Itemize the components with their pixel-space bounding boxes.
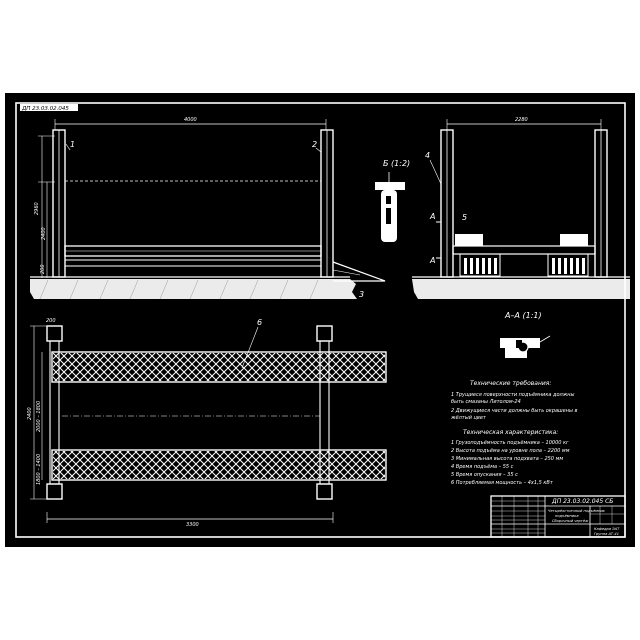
side-view-dim-top: 4000 bbox=[184, 117, 197, 123]
plan-view-dim-left-total: 2400 bbox=[27, 407, 33, 420]
end-view-wheel-block-left bbox=[459, 253, 501, 277]
end-view-wheel-block-right bbox=[547, 253, 589, 277]
plan-view bbox=[30, 325, 387, 523]
title-block-name-line3: Сборочный чертёж bbox=[552, 519, 589, 523]
end-view-section-mark-upper: А bbox=[429, 212, 435, 221]
plan-view-crossbeam-right bbox=[319, 340, 330, 485]
characteristics-item-5: 5 Время опускания – 35 с bbox=[451, 472, 518, 478]
side-view bbox=[30, 119, 386, 282]
requirements-item-1: 1 Трущиеся поверхности подъёмника должны bbox=[451, 392, 574, 398]
detail-b bbox=[375, 172, 405, 242]
side-view-dim-left-partial: 2400 bbox=[41, 227, 47, 240]
plan-view-dim-left-b: 1800 – 1400 bbox=[36, 454, 42, 485]
title-block-name-line1: Четырёхстоечный подъёмник bbox=[548, 509, 606, 513]
title-block-org-line1: Кафедра ЭАТ bbox=[594, 527, 620, 531]
side-view-dim-left-total: 2960 bbox=[34, 202, 40, 215]
plan-view-runway-hatch bbox=[53, 353, 385, 479]
characteristics-title: Техническая характеристика: bbox=[463, 429, 558, 436]
side-view-pos-1: 1 bbox=[70, 140, 75, 149]
requirements-title: Технические требования: bbox=[470, 380, 551, 387]
title-block-code: ДП 23.03.02.045 СБ bbox=[551, 498, 613, 505]
characteristics-item-1: 1 Грузоподъёмность подъёмника – 10000 кг bbox=[451, 440, 569, 446]
plan-view-runway-lower bbox=[51, 449, 387, 481]
technical-requirements: Технические требования: 1 Трущиеся повер… bbox=[450, 380, 578, 421]
requirements-item-2: быть смазаны Литолом-24 bbox=[451, 399, 521, 405]
side-view-pos-2: 2 bbox=[312, 140, 317, 149]
characteristics-item-3: 3 Минимальная высота подхвата – 250 мм bbox=[451, 456, 563, 462]
characteristics-item-6: 6 Потребляемая мощность – 4х1,5 кВт bbox=[451, 480, 554, 486]
requirements-item-3: 2 Движущиеся части должны быть окрашены … bbox=[451, 408, 578, 414]
plan-view-dim-bottom: 3300 bbox=[186, 522, 199, 528]
plan-view-dim-left-a: 2000 – 1800 bbox=[36, 401, 42, 432]
end-view-ground-fill bbox=[412, 279, 630, 299]
side-view-pos-3: 3 bbox=[359, 290, 364, 299]
detail-b-label: Б (1:2) bbox=[383, 159, 410, 168]
end-view-wheel-bars bbox=[455, 234, 588, 274]
plan-view-runway-upper bbox=[51, 351, 387, 383]
end-view-crossbeam bbox=[452, 245, 596, 255]
technical-characteristics: Техническая характеристика: 1 Грузоподъё… bbox=[451, 429, 570, 486]
section-aa-label: А–А (1:1) bbox=[504, 311, 542, 320]
plan-view-pos-6: 6 bbox=[257, 318, 262, 327]
title-block-name-line2: подъёмника bbox=[555, 514, 579, 518]
plan-view-crossbeam-left bbox=[49, 340, 60, 485]
corner-stamp-box bbox=[20, 104, 78, 111]
end-view-pos-4: 4 bbox=[425, 151, 430, 160]
requirements-item-4: жёлтый цвет bbox=[450, 415, 487, 421]
title-block-org-line2: Группа АТ-41 bbox=[594, 532, 619, 536]
characteristics-item-2: 2 Высота подъёма на уровне пола – 2200 м… bbox=[451, 448, 570, 454]
side-view-ground-hatch bbox=[39, 279, 319, 300]
title-block bbox=[490, 495, 626, 538]
end-view bbox=[412, 119, 630, 278]
end-view-section-mark-lower: А bbox=[429, 256, 435, 265]
end-view-pos-5: 5 bbox=[462, 213, 467, 222]
end-view-dim-top: 2280 bbox=[515, 117, 528, 123]
section-aa bbox=[500, 335, 551, 358]
side-view-ground-fill bbox=[30, 279, 357, 299]
drawing-frame bbox=[15, 102, 626, 538]
side-view-dim-left-small: 200 bbox=[40, 264, 46, 274]
plan-view-dim-corner: 200 bbox=[46, 318, 56, 324]
corner-stamp-text: ДП 23.03.02.045 bbox=[21, 106, 69, 112]
characteristics-item-4: 4 Время подъёма – 55 с bbox=[451, 464, 514, 470]
